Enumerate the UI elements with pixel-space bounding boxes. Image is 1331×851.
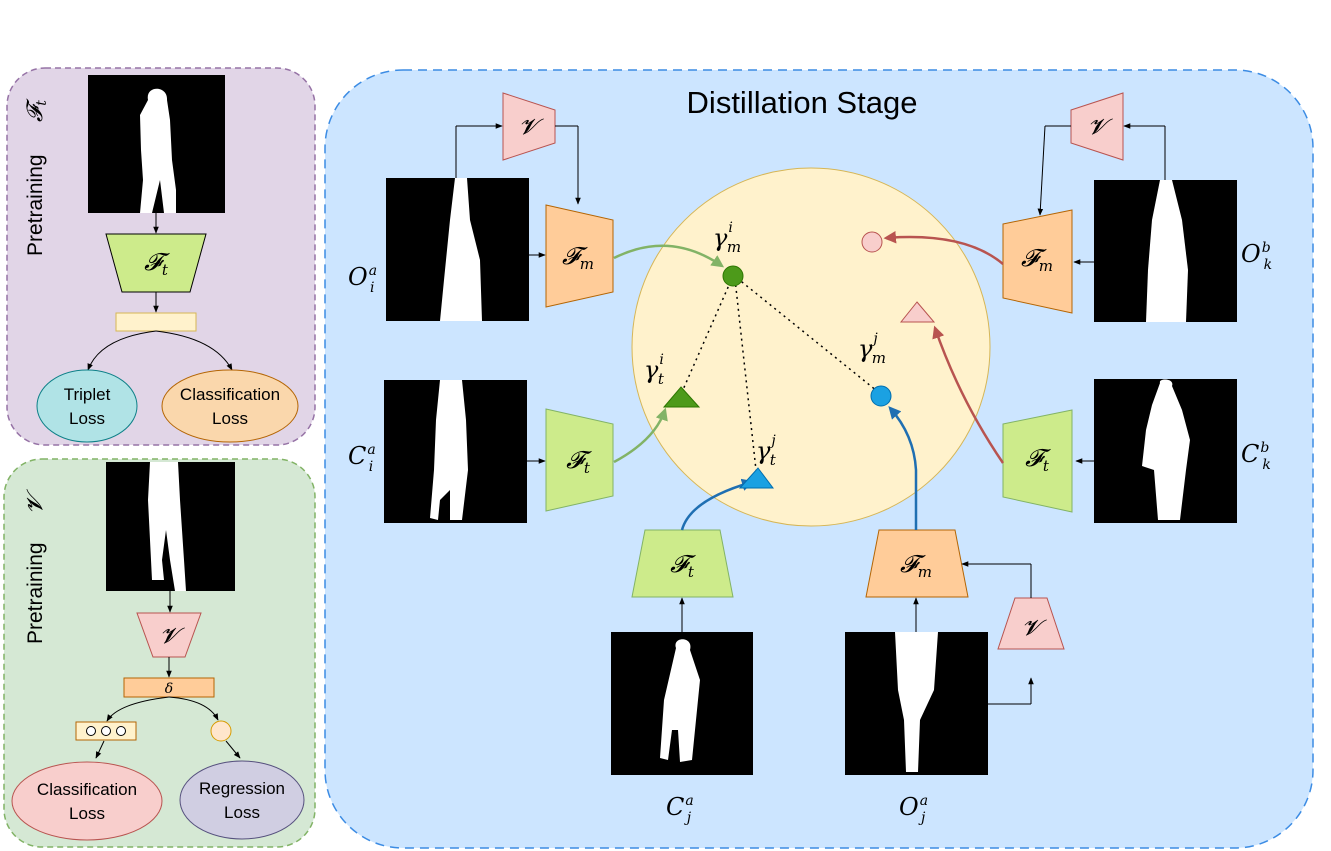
ft-encoder-cja (631, 529, 734, 598)
v-encoder-oia (502, 92, 556, 161)
v-encoder (136, 612, 202, 658)
fm-encoder-oja (865, 529, 969, 598)
v-encoder-oja (997, 597, 1065, 650)
distance-gm-i-gt-j (734, 278, 757, 471)
ft-encoder-ckb (1002, 409, 1073, 513)
arrow-ft-ckb-to-triangle (932, 325, 1005, 464)
point-gt-j (738, 467, 774, 489)
arrow-ft-cja-to-gt-j (680, 478, 755, 531)
regression-loss (179, 760, 305, 840)
pretraining-ft-label: Pretraining (24, 154, 47, 256)
ft-encoder (105, 233, 207, 293)
v-encoder-okb (1070, 92, 1124, 161)
distillation-stage-title: Distillation Stage (687, 85, 918, 120)
point-gm-i (722, 265, 744, 287)
delta-label: δ (165, 681, 173, 697)
fm-encoder-oia (545, 204, 614, 308)
fm-encoder-oja-label: 𝓕m (900, 550, 932, 581)
point-gm-j (870, 385, 892, 407)
triplet-loss (36, 369, 138, 443)
point-ckb (899, 301, 936, 323)
point-gt-i (662, 386, 701, 408)
feature-vector (115, 312, 197, 332)
regression-node (210, 720, 232, 742)
arrow-fm-oja-to-gm-j (888, 406, 918, 530)
ft-encoder-cia (545, 408, 614, 512)
classification-loss-v (11, 761, 163, 841)
pretraining-ft-symbol: 𝓕t (23, 98, 50, 122)
arrow-ft-cia-to-gt-i (613, 407, 668, 464)
fm-encoder-okb (1002, 209, 1073, 314)
arrow-fm-okb-to-circle (883, 231, 1004, 265)
classification-loss-ft (161, 369, 299, 443)
embedding-space (631, 167, 991, 527)
arrow-fm-oia-to-gm-i (613, 244, 725, 268)
pretraining-v-label: Pretraining (24, 542, 47, 644)
point-okb (861, 231, 883, 253)
